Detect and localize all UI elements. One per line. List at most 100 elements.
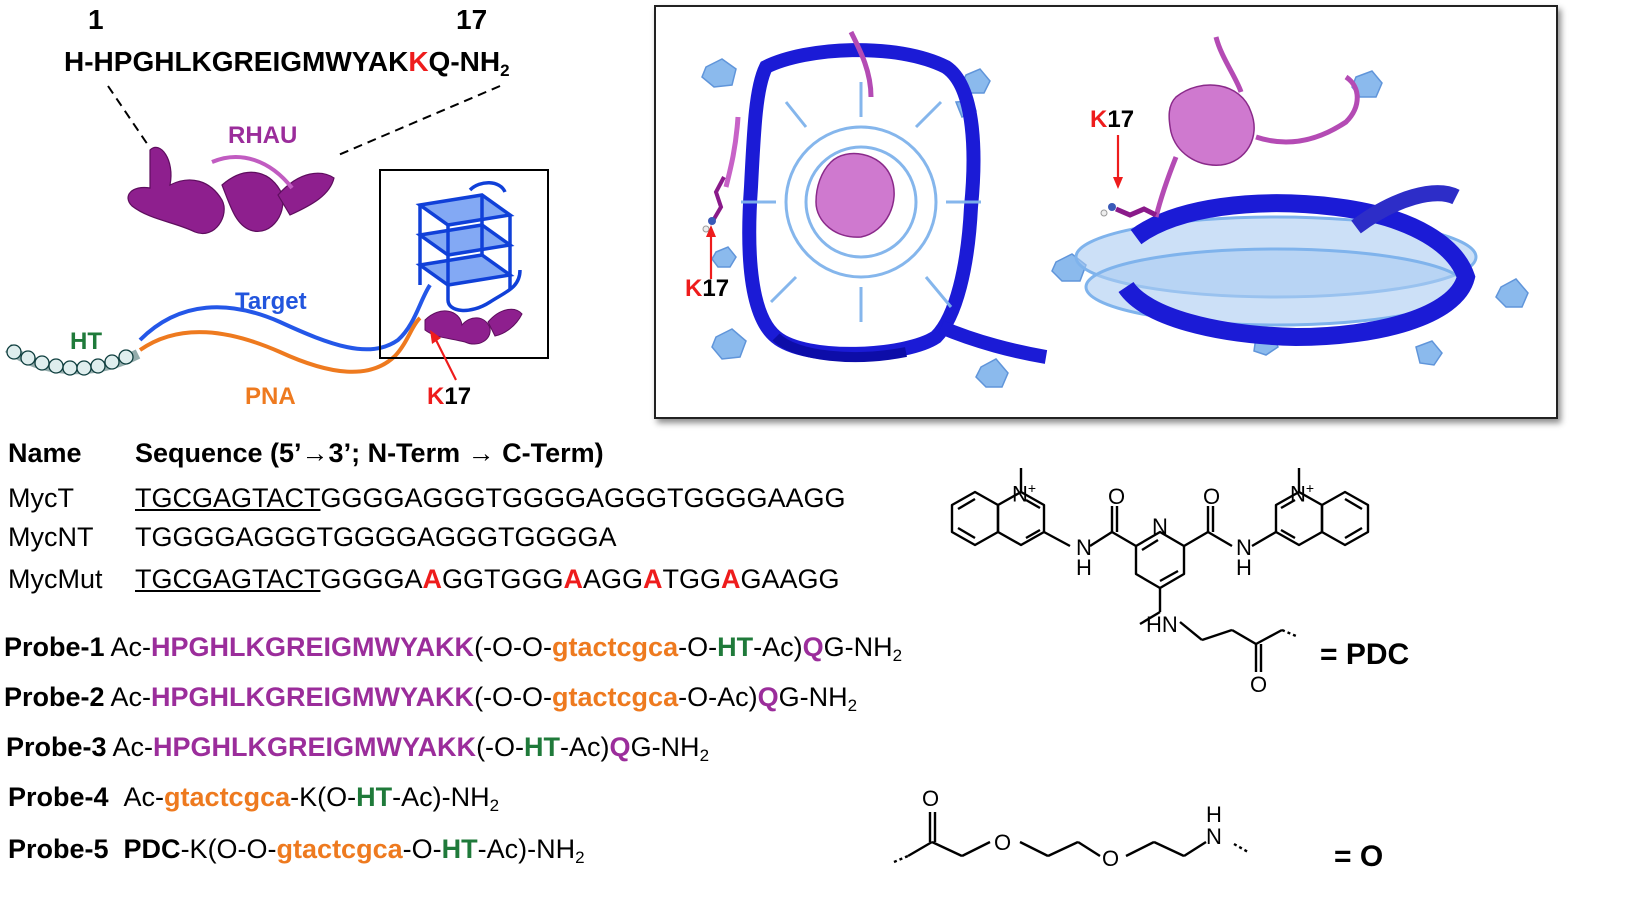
top-view-structure (701, 30, 1048, 388)
probe-pna: gtactcgca (552, 632, 679, 662)
k17-side-num: 17 (1107, 106, 1135, 133)
probe-seg: -O- (402, 834, 442, 864)
table-header-name: Name (8, 438, 82, 468)
o-linker-ether-o1: O (994, 830, 1012, 855)
rest-segment: TGGGGAGGGTGGGGAGGGTGGGGA (135, 522, 617, 552)
pdc-n-center: N (1152, 514, 1168, 539)
probe-seg: G-NH (778, 682, 848, 712)
probe-q: Q (802, 632, 824, 662)
probe-name: Probe-4 (8, 782, 109, 812)
probe-name: Probe-3 (6, 732, 107, 762)
top-view-k17-arrowhead (706, 225, 716, 237)
table-header-sequence: Sequence (5’→3’; N-Term → C-Term) (135, 438, 604, 468)
dash-line-right (335, 85, 501, 157)
probe-seg: -O- (678, 632, 718, 662)
k17-top-k: K (685, 275, 703, 302)
h-atom: H (1206, 802, 1222, 827)
pna-label: PNA (245, 383, 296, 410)
n-atom: N (1206, 824, 1222, 849)
n-atom: N (1236, 535, 1252, 560)
row-sequence: TGGGGAGGGTGGGGAGGGTGGGGA (135, 522, 617, 553)
probe-sub: 2 (892, 646, 903, 665)
seg: GAAGG (740, 564, 840, 594)
peptide-sub: 2 (500, 61, 510, 80)
row-sequence: TGCGAGTACTGGGGAAGGTGGGAAGGATGGAGAAGG (135, 564, 840, 595)
probe-pna: gtactcgca (276, 834, 403, 864)
seg: AGG (583, 564, 644, 594)
probe-seg: -K(O-O- (180, 834, 277, 864)
side-view-structure (1051, 36, 1529, 366)
probe-seg: (-O-O- (474, 682, 553, 712)
k17-arrow-line (434, 337, 457, 381)
mutation-a: A (563, 564, 584, 594)
probe-seg: Ac- (110, 682, 152, 712)
mutation-a: A (422, 564, 443, 594)
probe-peptide: HPGHLKGREIGMWYAKK (151, 682, 475, 712)
mutation-a: A (721, 564, 741, 594)
pna-strand (138, 316, 422, 374)
pdc-n-right: N+ (1290, 480, 1314, 507)
probe-pna: gtactcgca (552, 682, 679, 712)
inset-box (379, 169, 549, 359)
plus-sign: + (1305, 480, 1315, 496)
mutation-a: A (643, 564, 663, 594)
probe-peptide: HPGHLKGREIGMWYAKK (151, 632, 475, 662)
table-row: MycT (8, 483, 74, 514)
probe-seg: G-NH (630, 732, 700, 762)
side-view-k17-arrowhead (1113, 177, 1123, 189)
row-sequence: TGCGAGTACTGGGGAGGGTGGGGAGGGTGGGGAAGG (135, 483, 846, 514)
peptide-k17: K (408, 46, 429, 77)
probe-seg: (-O- (476, 732, 525, 762)
probe-seg: Ac- (110, 632, 152, 662)
pdc-n-left: N+ (1012, 480, 1036, 507)
probe-pna: gtactcgca (164, 782, 291, 812)
probe-seg: Ac- (123, 782, 165, 812)
k17-label-top-view: K17 (685, 275, 729, 303)
probe-peptide: HPGHLKGREIGMWYAKK (153, 732, 477, 762)
k17-side-k: K (1090, 106, 1108, 133)
n-atom: N (1012, 481, 1028, 507)
peptide-suffix: Q-NH (428, 46, 501, 77)
pdc-o-right: O (1203, 484, 1221, 509)
position-1-label: 1 (88, 4, 104, 35)
ht-beads (5, 343, 141, 376)
probe-seg: -Ac)-NH (392, 782, 490, 812)
h-atom: H (1236, 555, 1252, 580)
o-linker-ether-o2: O (1102, 846, 1120, 871)
rest-segment: GGGGAGGGTGGGGAGGGTGGGGAAGG (320, 483, 846, 513)
probe-name: Probe-2 (4, 682, 105, 712)
target-label: Target (235, 288, 307, 315)
probe-3: Probe-3 Ac-HPGHLKGREIGMWYAKK(-O-HT-Ac)QG… (6, 732, 709, 764)
underlined-segment: TGCGAGTACT (135, 483, 321, 513)
k17-arrowhead (430, 330, 441, 344)
k17-num: 17 (444, 383, 472, 410)
probe-seg: -O-Ac) (678, 682, 758, 712)
probe-sub: 2 (489, 796, 500, 815)
position-17-label: 17 (456, 4, 488, 35)
k17-top-num: 17 (702, 275, 730, 302)
rhau-peptide-sequence: H-HPGHLKGREIGMWYAKKQ-NH2 (64, 46, 510, 80)
o-linker-structure (893, 812, 1249, 864)
pdc-o-bottom: O (1250, 672, 1268, 697)
probe-seg: Ac- (112, 732, 154, 762)
pdc-hn: HN (1146, 612, 1178, 637)
k17-label-side-view: K17 (1090, 106, 1134, 134)
ht-label: HT (70, 328, 102, 355)
row-name: MycT (8, 483, 74, 513)
probe-ht: HT (441, 834, 478, 864)
pdc-equals-label: = PDC (1320, 638, 1410, 671)
probe-seg: (-O-O- (474, 632, 553, 662)
probe-q: Q (757, 682, 779, 712)
row-name: MycMut (8, 564, 103, 594)
pdc-structure (950, 468, 1370, 672)
rhau-ribbon (127, 146, 335, 235)
probe-1: Probe-1 Ac-HPGHLKGREIGMWYAKK(-O-O-gtactc… (4, 632, 903, 665)
seg: TGG (662, 564, 722, 594)
h-atom: H (1076, 555, 1092, 580)
k17-k: K (427, 383, 445, 410)
probe-schematic (5, 85, 549, 381)
probe-pdc: PDC (123, 834, 181, 864)
dash-line-left (107, 85, 151, 149)
